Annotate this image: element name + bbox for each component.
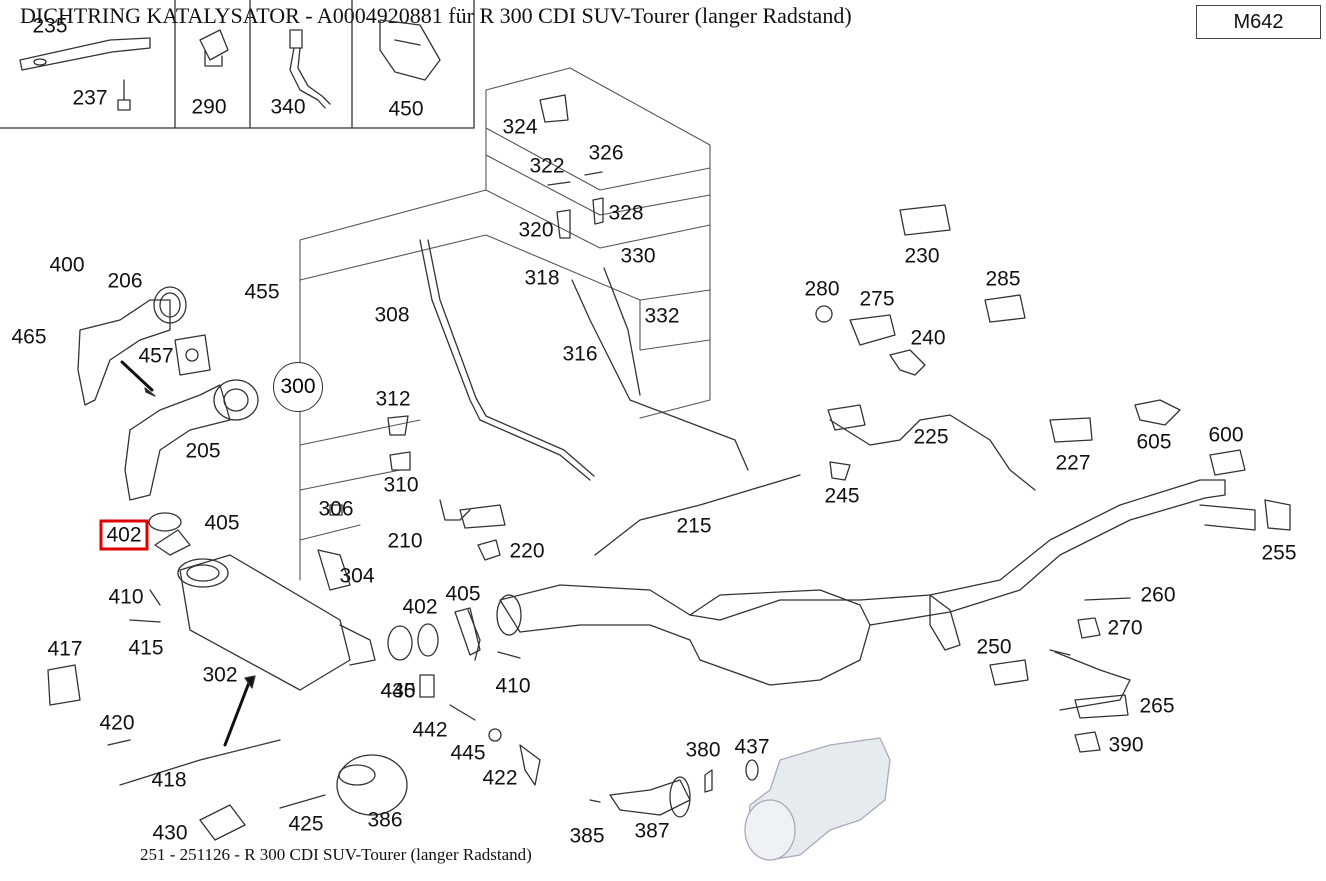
part-label-306[interactable]: 306 [318, 497, 354, 521]
part-label-605[interactable]: 605 [1136, 430, 1172, 454]
part-label-405[interactable]: 405 [204, 511, 240, 535]
part-label-400[interactable]: 400 [49, 253, 85, 277]
engine-code-box: M642 [1196, 5, 1321, 39]
part-label-430[interactable]: 430 [152, 821, 188, 845]
part-label-324[interactable]: 324 [502, 115, 538, 139]
part-label-435[interactable]: 435 [380, 679, 416, 703]
part-label-235[interactable]: 235 [32, 14, 68, 38]
part-label-422[interactable]: 422 [482, 766, 518, 790]
part-label-237[interactable]: 237 [72, 86, 108, 110]
part-label-455[interactable]: 455 [244, 280, 280, 304]
particulate-filter [148, 512, 439, 747]
part-label-260[interactable]: 260 [1140, 583, 1176, 607]
part-label-418[interactable]: 418 [151, 768, 187, 792]
part-label-250[interactable]: 250 [976, 635, 1012, 659]
exhaust-pipe-and-catalyst [496, 479, 1256, 686]
part-label-402-highlighted[interactable]: 402 [99, 519, 149, 551]
part-label-265[interactable]: 265 [1139, 694, 1175, 718]
part-label-215[interactable]: 215 [676, 514, 712, 538]
inset-panel-frame [0, 0, 475, 129]
part-label-220[interactable]: 220 [509, 539, 545, 563]
page-title: DICHTRING KATALYSATOR - A0004920881 für … [20, 3, 852, 28]
small-hardware [47, 94, 1291, 841]
part-label-270[interactable]: 270 [1107, 616, 1143, 640]
part-label-328[interactable]: 328 [608, 201, 644, 225]
part-label-318[interactable]: 318 [524, 266, 560, 290]
footer-caption: 251 - 251126 - R 300 CDI SUV-Tourer (lan… [140, 845, 532, 864]
part-label-410[interactable]: 410 [108, 585, 144, 609]
part-label-320[interactable]: 320 [518, 218, 554, 242]
part-label-240[interactable]: 240 [910, 326, 946, 350]
part-label-290[interactable]: 290 [191, 95, 227, 119]
part-label-312[interactable]: 312 [375, 387, 411, 411]
part-label-302[interactable]: 302 [202, 663, 238, 687]
part-label-437[interactable]: 437 [734, 735, 770, 759]
part-label-450[interactable]: 450 [388, 97, 424, 121]
part-label-245[interactable]: 245 [824, 484, 860, 508]
part-label-310[interactable]: 310 [383, 473, 419, 497]
part-label-304[interactable]: 304 [339, 564, 375, 588]
part-label-402[interactable]: 402 [402, 595, 438, 619]
part-label-465[interactable]: 465 [11, 325, 47, 349]
part-label-405[interactable]: 405 [445, 582, 481, 606]
part-label-387[interactable]: 387 [634, 819, 670, 843]
part-label-442[interactable]: 442 [412, 718, 448, 742]
pipes-and-cables [119, 239, 1131, 786]
part-label-390[interactable]: 390 [1108, 733, 1144, 757]
part-label-380[interactable]: 380 [685, 738, 721, 762]
part-label-600[interactable]: 600 [1208, 423, 1244, 447]
part-label-285[interactable]: 285 [985, 267, 1021, 291]
part-label-417[interactable]: 417 [47, 637, 83, 661]
assembly-reference-circle[interactable]: 300 [273, 362, 323, 412]
part-label-330[interactable]: 330 [620, 244, 656, 268]
inset-parts [19, 19, 441, 111]
part-label-340[interactable]: 340 [270, 95, 306, 119]
part-label-322[interactable]: 322 [529, 154, 565, 178]
part-label-308[interactable]: 308 [374, 303, 410, 327]
part-label-275[interactable]: 275 [859, 287, 895, 311]
part-label-425[interactable]: 425 [288, 812, 324, 836]
part-label-386[interactable]: 386 [367, 808, 403, 832]
part-label-280[interactable]: 280 [804, 277, 840, 301]
part-label-457[interactable]: 457 [138, 344, 174, 368]
part-label-415[interactable]: 415 [128, 636, 164, 660]
part-label-410[interactable]: 410 [495, 674, 531, 698]
part-label-326[interactable]: 326 [588, 141, 624, 165]
part-label-440[interactable]: 440 [380, 679, 416, 703]
part-label-255[interactable]: 255 [1261, 541, 1297, 565]
part-label-206[interactable]: 206 [107, 269, 143, 293]
part-label-445[interactable]: 445 [450, 741, 486, 765]
part-label-205[interactable]: 205 [185, 439, 221, 463]
part-label-385[interactable]: 385 [569, 824, 605, 848]
part-label-230[interactable]: 230 [904, 244, 940, 268]
part-label-316[interactable]: 316 [562, 342, 598, 366]
manifold-parts [77, 286, 259, 501]
part-label-225[interactable]: 225 [913, 425, 949, 449]
part-label-332[interactable]: 332 [644, 304, 680, 328]
intake-pipe-and-parts [589, 737, 891, 861]
part-label-210[interactable]: 210 [387, 529, 423, 553]
part-label-420[interactable]: 420 [99, 711, 135, 735]
part-label-227[interactable]: 227 [1055, 451, 1091, 475]
